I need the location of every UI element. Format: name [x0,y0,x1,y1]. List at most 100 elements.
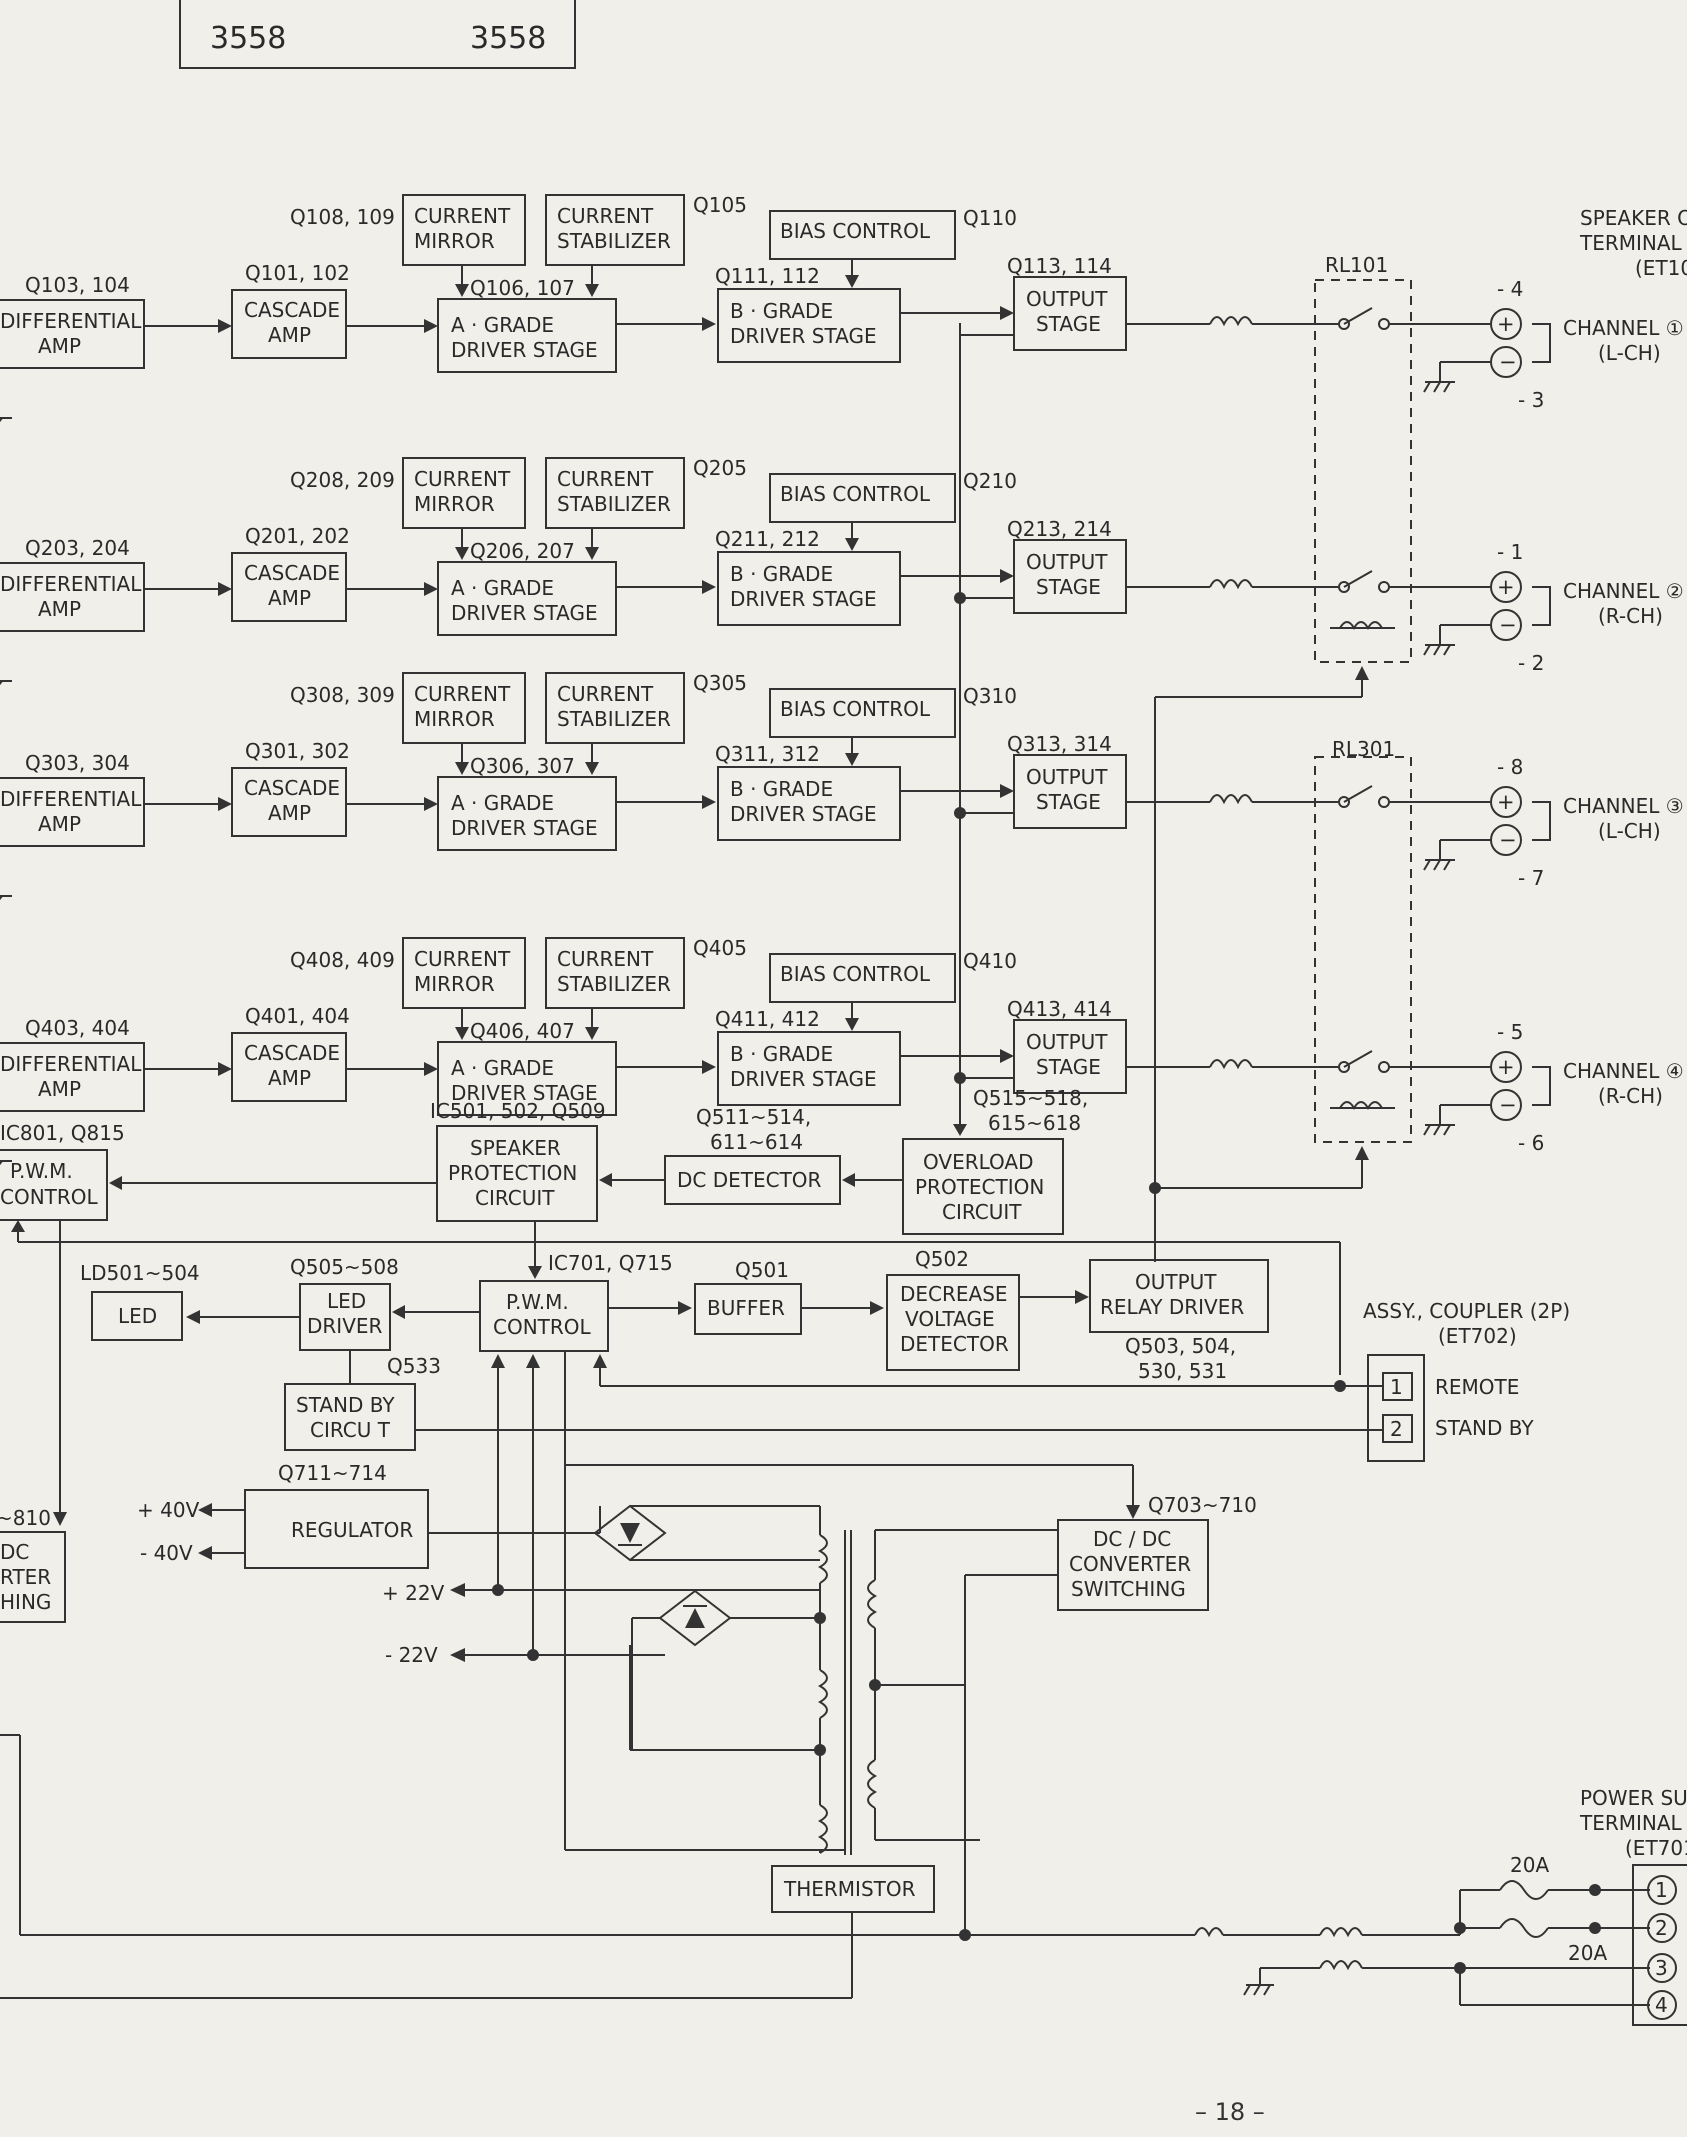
speaker-protection-ref: IC501, 502, Q509 [430,1099,606,1123]
a-grade-driver-label-2: DRIVER STAGE [451,816,598,840]
a-grade-driver-label-2: DRIVER STAGE [451,338,598,362]
current-stabilizer-label-1: CURRENT [557,204,654,228]
relay-rl301 [1314,756,1412,1143]
coupler-pin-1-num: 1 [1390,1375,1403,1399]
bias-control-ref: Q410 [963,949,1017,973]
pwm-control-label-1: P.W.M. [506,1290,569,1314]
output-stage-box [1013,754,1127,829]
relay-contact-icon [1343,570,1373,588]
current-mirror-ref: Q108, 109 [290,205,395,229]
current-stabilizer-box [545,672,685,744]
output-stage-label-1: OUTPUT [1026,550,1108,574]
regulator-ref: Q711~714 [278,1461,387,1485]
page-number: – 18 – [1195,2098,1265,2126]
current-stabilizer-ref: Q305 [693,671,747,695]
b-grade-driver-ref: Q311, 312 [715,742,820,766]
cascade-amp-label-2: AMP [268,586,311,610]
led-ref: LD501~504 [80,1261,200,1285]
decrease-voltage-ref: Q502 [915,1247,969,1271]
speaker-terminal-title-3: (ET10 [1635,256,1687,280]
differential-amp-label-2: AMP [38,597,81,621]
svg-text:−: − [1499,613,1517,637]
current-stabilizer-ref: Q105 [693,193,747,217]
differential-amp-label-2: AMP [38,812,81,836]
output-stage-label-2: STAGE [1036,575,1101,599]
bias-control-label: BIAS CONTROL [780,219,931,243]
header-left-number: 3558 [210,21,286,56]
current-mirror-label-1: CURRENT [414,947,511,971]
output-stage-label-1: OUTPUT [1026,765,1108,789]
current-mirror-label-2: MIRROR [414,229,495,253]
relay-rl101 [1314,279,1412,663]
speaker-protection-box [436,1125,598,1222]
b-grade-driver-box [717,1031,901,1106]
led-box [91,1291,183,1341]
regulator-label: REGULATOR [291,1518,413,1542]
current-stabilizer-label-1: CURRENT [557,467,654,491]
standby-ref: Q533 [387,1354,441,1378]
ps-terminal-pin-1-num: 1 [1655,1878,1668,1902]
a-grade-driver-box [437,561,617,636]
output-stage-ref: Q413, 414 [1007,997,1112,1021]
b-grade-driver-box [717,551,901,626]
pwm-control-ref: IC701, Q715 [548,1251,673,1275]
differential-amp-ref: Q403, 404 [25,1016,130,1040]
cascade-amp-label-2: AMP [268,1066,311,1090]
coupler-pin-2 [1382,1414,1413,1443]
cascade-amp-ref: Q201, 202 [245,524,350,548]
current-stabilizer-label-2: STABILIZER [557,229,671,253]
current-mirror-label-1: CURRENT [414,682,511,706]
b-grade-driver-label-1: B · GRADE [730,777,833,801]
bias-control-box [769,210,956,260]
output-stage-ref: Q113, 114 [1007,254,1112,278]
coupler-remote-label: REMOTE [1435,1375,1519,1399]
cascade-amp-label-1: CASCADE [244,561,340,585]
svg-text:+: + [1497,790,1515,814]
pwm-control-box [479,1280,609,1352]
overload-protection-box [902,1138,1064,1235]
dcdc-converter-label-3: SWITCHING [1071,1577,1186,1601]
current-mirror-box [402,672,526,744]
current-stabilizer-label-1: CURRENT [557,682,654,706]
channel-sublabel: (R-CH) [1598,604,1663,628]
output-stage-ref: Q213, 214 [1007,517,1112,541]
bias-control-label: BIAS CONTROL [780,482,931,506]
terminal-plus-icon [1490,1051,1522,1083]
led-driver-ref: Q505~508 [290,1255,399,1279]
bias-control-box [769,953,956,1003]
coupler-standby-label: STAND BY [1435,1416,1534,1440]
dcdc-converter-box [1057,1519,1209,1611]
output-relay-driver-ref-2: 530, 531 [1138,1359,1227,1383]
output-relay-driver-ref-1: Q503, 504, [1125,1334,1236,1358]
svg-text:+: + [1497,312,1515,336]
standby-label-2: CIRCU T [310,1418,391,1442]
a-grade-driver-label-1: A · GRADE [451,1056,554,1080]
overload-protection-ref-2: 615~618 [988,1111,1081,1135]
relay-coil-1-icon [1339,621,1383,630]
svg-text:−: − [1499,828,1517,852]
differential-amp-label-1: DIFFERENTIAL [0,1052,142,1076]
transformer-secondary-1-icon [817,1534,828,1584]
voltage-plus-22: + 22V [382,1581,445,1605]
current-stabilizer-ref: Q405 [693,936,747,960]
a-grade-driver-box [437,776,617,851]
svg-text:−: − [1499,1093,1517,1117]
fuse-1-rating: 20A [1510,1853,1549,1877]
left-dcdc-label-1: DC [0,1540,29,1564]
thermistor-label: THERMISTOR [783,1877,916,1901]
cascade-amp-box [231,1032,347,1102]
bridge-rectifier-2-icon [658,1589,732,1647]
standby-circuit-box [284,1383,416,1451]
bias-control-ref: Q210 [963,469,1017,493]
buffer-ref: Q501 [735,1258,789,1282]
ps-terminal-block [1632,1864,1687,2026]
svg-text:+: + [1497,1055,1515,1079]
led-driver-label-1: LED [327,1289,366,1313]
fuse-1-icon [1499,1880,1549,1900]
ground-icon [0,1160,3,1166]
b-grade-driver-label-1: B · GRADE [730,562,833,586]
a-grade-driver-box [437,1041,617,1116]
